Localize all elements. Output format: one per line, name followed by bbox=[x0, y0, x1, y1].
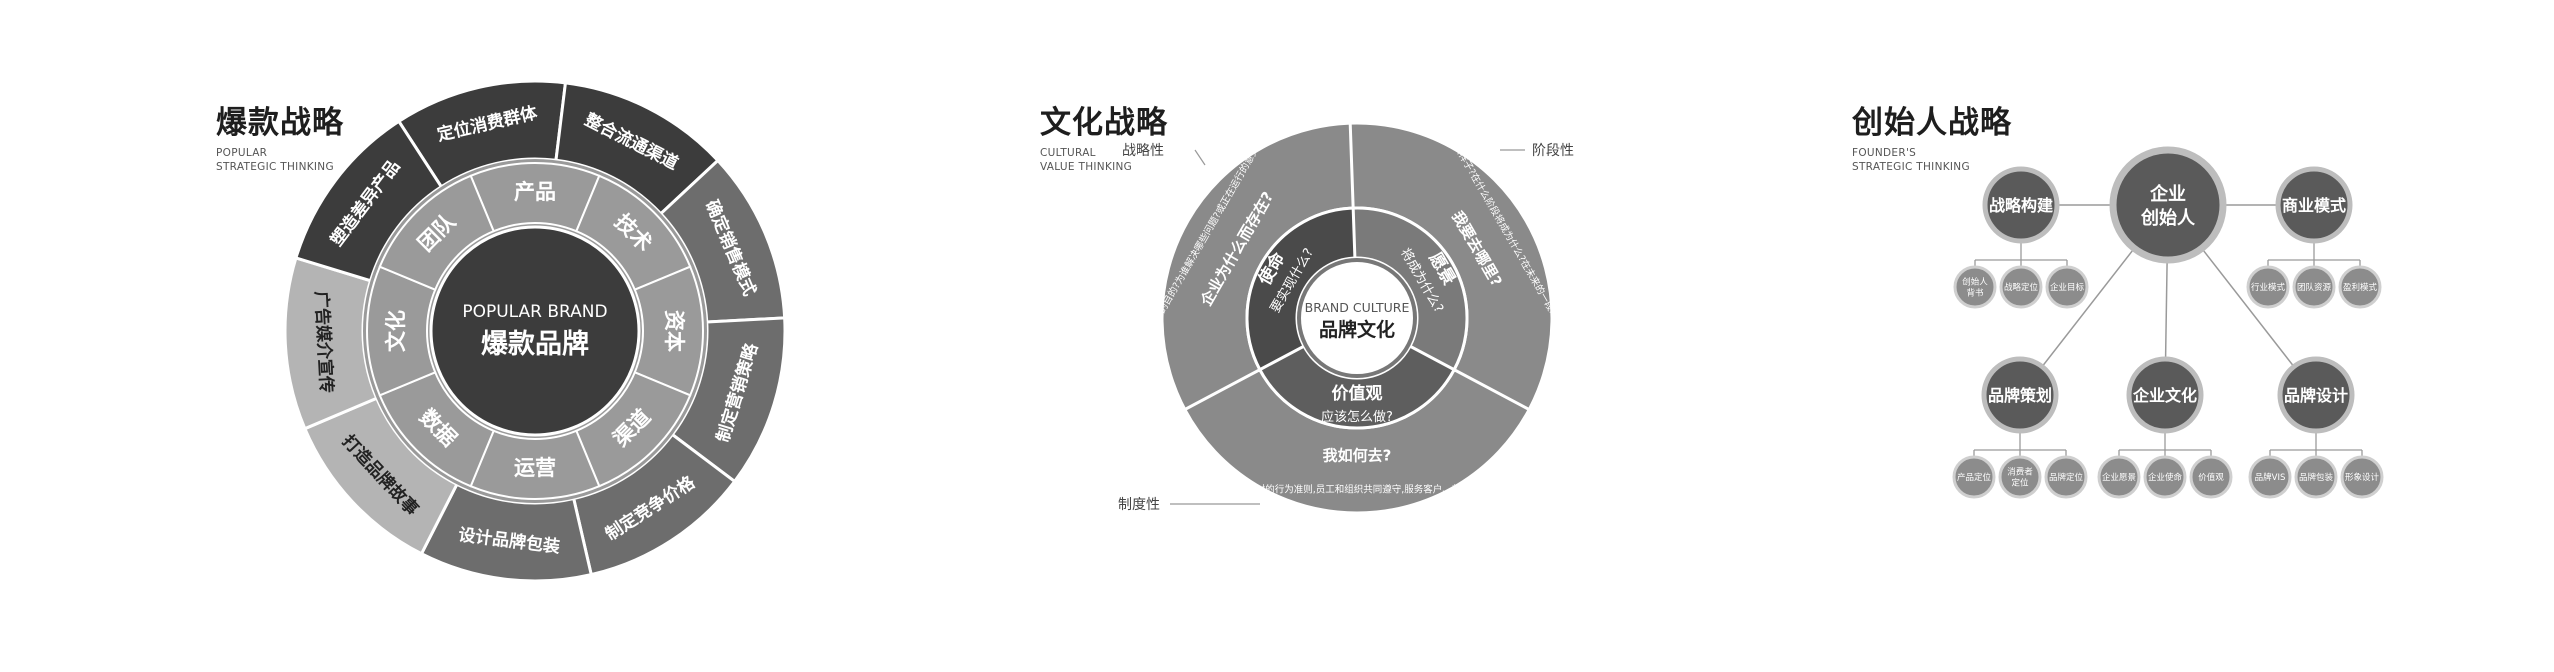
founder-center-label: 企业 bbox=[2149, 183, 2186, 205]
branch-node-label: 品牌策划 bbox=[1988, 386, 2052, 405]
branch-node bbox=[2275, 166, 2353, 244]
leaf-node-label: 背书 bbox=[1966, 288, 1984, 299]
leaf-node-label: 盈利模式 bbox=[2343, 282, 2378, 293]
leaf-node bbox=[1953, 265, 1997, 309]
center-english-label: POPULAR BRAND bbox=[462, 302, 607, 322]
leaf-node-label: 企业目标 bbox=[2050, 282, 2085, 293]
branch-node bbox=[2126, 356, 2204, 434]
leaf-node bbox=[1999, 265, 2043, 309]
leaf-node bbox=[2338, 265, 2382, 309]
leaf-node-label: 品牌包装 bbox=[2299, 472, 2334, 483]
leaf-node-label: 战略定位 bbox=[2004, 282, 2039, 293]
founder-strategy-panel: 创始人战略 FOUNDER'S STRATEGIC THINKING 创始人背书… bbox=[1680, 0, 2554, 672]
leaf-node-label: 品牌VIS bbox=[2255, 472, 2286, 483]
leaf-node-label: 消费者 bbox=[2007, 467, 2033, 478]
leaf-node-label: 创始人 bbox=[1962, 277, 1988, 288]
label-stage: 阶段性 bbox=[1532, 143, 1574, 159]
founder-center-node bbox=[2109, 146, 2227, 264]
leaf-node-label: 企业愿景 bbox=[2102, 472, 2136, 483]
branch-node bbox=[1981, 356, 2059, 434]
leaf-node bbox=[2044, 455, 2088, 499]
leaf-node bbox=[2246, 265, 2290, 309]
inner-ring-label: 运营 bbox=[514, 456, 556, 480]
center-chinese-label: 爆款品牌 bbox=[481, 329, 589, 360]
petal-middle-text: 我如何去? bbox=[1323, 447, 1392, 465]
founder-strategy-subtitle: FOUNDER'S STRATEGIC THINKING bbox=[1852, 146, 1970, 174]
subtitle-line: CULTURAL bbox=[1040, 147, 1096, 159]
leaf-node-label: 定位 bbox=[2011, 478, 2029, 489]
brand-culture-diagram: 使命要实现什么?企业为什么而存在?你的目的?为谁解决哪些问题?或正在运行的意义?… bbox=[1118, 76, 1600, 515]
culture-center-english: BRAND CULTURE bbox=[1305, 300, 1410, 315]
culture-strategy-subtitle: CULTURAL VALUE THINKING bbox=[1040, 146, 1132, 174]
branch-node-label: 品牌设计 bbox=[2284, 386, 2348, 405]
leaf-node-label: 品牌定位 bbox=[2049, 472, 2084, 483]
leaf-node bbox=[2189, 455, 2233, 499]
leaf-node-label: 产品定位 bbox=[1957, 472, 1992, 483]
leaf-node bbox=[1998, 455, 2042, 499]
leaf-node bbox=[2045, 265, 2089, 309]
inner-ring-label: 文化 bbox=[384, 310, 408, 352]
inner-ring-label: 产品 bbox=[514, 180, 556, 204]
founder-center-label: 创始人 bbox=[2140, 207, 2196, 229]
leaf-node-label: 行业模式 bbox=[2251, 282, 2286, 293]
leaf-node bbox=[2292, 265, 2336, 309]
petal-question: 应该怎么做? bbox=[1321, 409, 1393, 425]
petal-title: 价值观 bbox=[1332, 383, 1383, 404]
subtitle-line: FOUNDER'S bbox=[1852, 147, 1917, 159]
petal-outer-text: 企业共同秉承的信念,倡导的、反对的行为准则,员工和组织共同遵守,服务客户、尊重员… bbox=[1120, 484, 1595, 496]
branch-node bbox=[2277, 356, 2355, 434]
leaf-node-label: 企业使命 bbox=[2148, 472, 2183, 483]
leaf-node-label: 价值观 bbox=[2198, 472, 2224, 483]
subtitle-line: VALUE THINKING bbox=[1040, 161, 1133, 173]
label-system: 制度性 bbox=[1118, 497, 1160, 513]
center-circle bbox=[429, 225, 641, 437]
culture-strategy-panel: 文化战略 CULTURAL VALUE THINKING 使命要实现什么?企业为… bbox=[860, 0, 1680, 672]
culture-center-chinese: 品牌文化 bbox=[1319, 318, 1395, 341]
popular-strategy-panel: 爆款战略 POPULAR STRATEGIC THINKING 定位消费群体整合… bbox=[0, 0, 860, 672]
callout-line bbox=[1194, 149, 1206, 166]
founder-tree-diagram: 创始人背书战略定位企业目标战略构建行业模式团队资源盈利模式商业模式产品定位消费者… bbox=[1952, 146, 2384, 499]
subtitle-line: STRATEGIC THINKING bbox=[1852, 161, 1970, 173]
branch-node-label: 企业文化 bbox=[2132, 386, 2197, 405]
founder-strategy-title: 创始人战略 bbox=[1852, 105, 2012, 141]
branch-node bbox=[1982, 166, 2060, 244]
leaf-node bbox=[2294, 455, 2338, 499]
culture-strategy-title: 文化战略 bbox=[1040, 105, 1168, 141]
popular-strategy-title: 爆款战略 bbox=[216, 105, 344, 141]
subtitle-line: POPULAR bbox=[216, 147, 268, 159]
leaf-node bbox=[2248, 455, 2292, 499]
culture-center-circle bbox=[1297, 258, 1417, 378]
leaf-node-label: 形象设计 bbox=[2345, 472, 2380, 483]
branch-node-label: 战略构建 bbox=[1989, 196, 2053, 215]
popular-strategy-subtitle: POPULAR STRATEGIC THINKING bbox=[216, 146, 334, 174]
subtitle-line: STRATEGIC THINKING bbox=[216, 161, 334, 173]
leaf-node bbox=[2097, 455, 2141, 499]
inner-ring-segment bbox=[378, 174, 495, 291]
leaf-node-label: 团队资源 bbox=[2297, 282, 2332, 293]
label-strategic: 战略性 bbox=[1122, 143, 1164, 159]
inner-ring-label: 资本 bbox=[662, 310, 686, 352]
leaf-node bbox=[2340, 455, 2384, 499]
leaf-node bbox=[1952, 455, 1996, 499]
branch-node-label: 商业模式 bbox=[2282, 196, 2346, 215]
popular-brand-wheel: 定位消费群体整合流通渠道确定销售模式制定营销策略制定竞争价格设计品牌包装打造品牌… bbox=[283, 79, 787, 583]
leaf-node bbox=[2143, 455, 2187, 499]
